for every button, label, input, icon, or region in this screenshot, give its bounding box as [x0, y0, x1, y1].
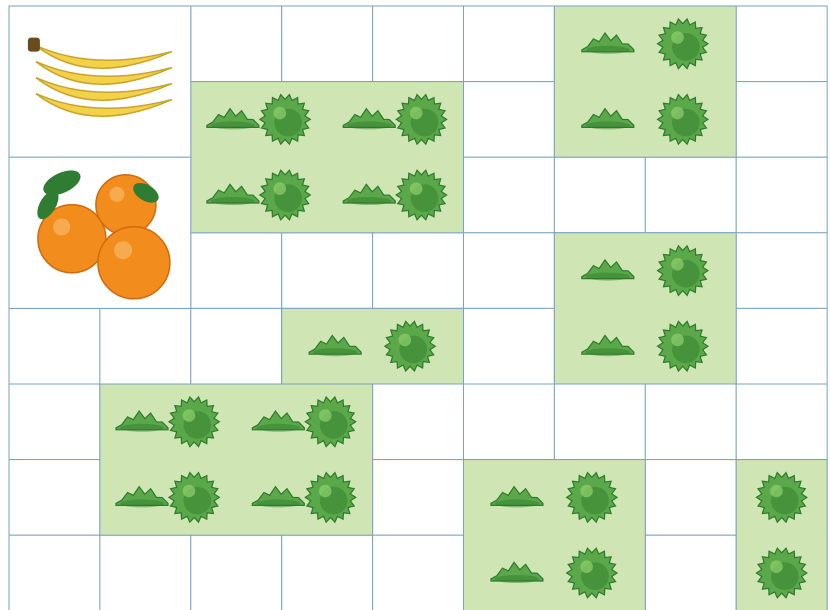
grid-cell[interactable]: [464, 384, 555, 460]
bush-group: [191, 82, 464, 233]
bush-group: [100, 384, 373, 535]
grid-cell[interactable]: [645, 460, 736, 536]
grid-cell[interactable]: [282, 535, 373, 610]
fruit-cells: [9, 6, 191, 308]
grid-cell[interactable]: [100, 535, 191, 610]
grid-cell[interactable]: [645, 384, 736, 460]
oranges-cell: [9, 157, 191, 308]
grid-cell[interactable]: [9, 308, 100, 384]
grid-cell[interactable]: [373, 535, 464, 610]
grid-cell[interactable]: [282, 233, 373, 309]
grid-cell[interactable]: [373, 384, 464, 460]
grid-cell[interactable]: [554, 384, 645, 460]
bananas-cell: [9, 6, 191, 157]
bush-group: [554, 233, 736, 384]
grid-cell[interactable]: [9, 460, 100, 536]
grid-cell[interactable]: [9, 384, 100, 460]
grid-cell[interactable]: [191, 233, 282, 309]
grid-cell[interactable]: [736, 157, 827, 233]
grid-cell[interactable]: [282, 6, 373, 82]
grid-cell[interactable]: [554, 157, 645, 233]
bush-region: [554, 233, 736, 384]
grid-cell[interactable]: [464, 157, 555, 233]
grid-cell[interactable]: [464, 82, 555, 158]
grid-cell[interactable]: [100, 308, 191, 384]
grid-cell[interactable]: [464, 308, 555, 384]
grid-cell[interactable]: [191, 308, 282, 384]
grid-cell[interactable]: [464, 233, 555, 309]
grid-cell[interactable]: [373, 460, 464, 536]
grid-cell[interactable]: [9, 535, 100, 610]
grid-cell[interactable]: [191, 535, 282, 610]
bush-group: [736, 460, 827, 610]
bush-region: [554, 6, 736, 157]
bush-region: [464, 460, 646, 610]
grid-cell[interactable]: [464, 6, 555, 82]
grid-cell[interactable]: [645, 535, 736, 610]
bush-group: [554, 6, 736, 157]
grid-cell[interactable]: [191, 6, 282, 82]
grid-cell[interactable]: [736, 82, 827, 158]
grid-cell[interactable]: [736, 6, 827, 82]
grid-cell[interactable]: [736, 233, 827, 309]
bush-group: [464, 460, 646, 610]
grid-cell[interactable]: [736, 308, 827, 384]
bush-group: [282, 308, 464, 384]
grid-cell[interactable]: [373, 6, 464, 82]
grid-cell[interactable]: [736, 384, 827, 460]
grid-cell[interactable]: [373, 233, 464, 309]
grid-cell[interactable]: [645, 157, 736, 233]
